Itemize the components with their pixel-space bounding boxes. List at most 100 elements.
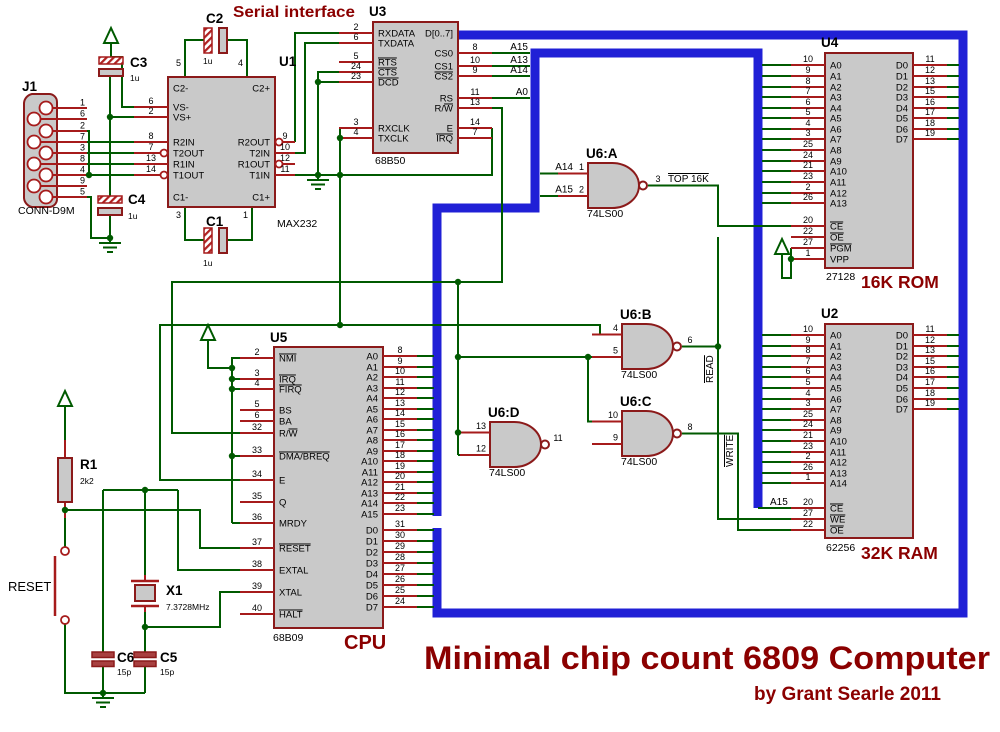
address-bus — [432, 48, 763, 516]
connector-pin-hole — [38, 145, 54, 161]
pin-number: 11 — [925, 54, 934, 64]
gate-ref: U6:A — [586, 146, 618, 161]
inverter-bubble-icon — [159, 148, 169, 158]
pin-number: 25 — [395, 585, 405, 595]
pin-number: 16 — [395, 429, 405, 439]
pin-number: 26 — [803, 192, 813, 202]
vcc-arrow-icon — [774, 238, 790, 267]
pin-label: A4 — [830, 104, 842, 115]
pin-number: 8 — [148, 131, 153, 141]
gate-pin-num: 11 — [553, 433, 562, 443]
pin-number: 19 — [925, 128, 935, 138]
pin-number: 37 — [252, 537, 262, 547]
pin-number: 18 — [395, 450, 405, 460]
pin-number: 18 — [925, 388, 935, 398]
pin-label: OE — [830, 526, 844, 537]
connector-pin-hole — [26, 156, 42, 172]
pin-label: MRDY — [279, 519, 308, 530]
vcc-arrow-icon — [57, 390, 73, 419]
pin-label: A0 — [830, 331, 842, 342]
pin-number: 15 — [925, 356, 935, 366]
nand-gate-body — [489, 421, 543, 468]
pin-number: 1 — [805, 472, 810, 482]
inverter-bubble-icon — [274, 137, 284, 147]
pin-label: A6 — [830, 395, 842, 406]
pin-number: 39 — [252, 581, 262, 591]
pin-label: VS+ — [173, 113, 192, 124]
pin-number: 9 — [282, 131, 287, 141]
cap-ref: C3 — [130, 55, 148, 70]
inverter-bubble-icon — [274, 159, 284, 169]
pin-number: 24 — [803, 150, 813, 160]
pin-label: R/W — [435, 104, 454, 115]
crystal-x1: X1 7.3728MHz — [131, 579, 209, 612]
u4-body — [824, 52, 914, 269]
pin-number: 22 — [395, 492, 405, 502]
connector-pin-hole — [38, 189, 54, 205]
pin-number: 10 — [803, 54, 813, 64]
pin-label: T2OUT — [173, 149, 204, 160]
pin-label: R1OUT — [238, 160, 270, 171]
pin-label: VPP — [830, 255, 849, 266]
pin-label: HALT — [279, 610, 303, 621]
pin-number: 21 — [395, 482, 405, 492]
crystal-value: 7.3728MHz — [166, 602, 209, 612]
u2-part: 62256 — [826, 542, 855, 554]
pin-number: 3 — [805, 128, 810, 138]
pin-label: A2 — [830, 352, 842, 363]
inverter-bubble-icon — [159, 170, 169, 180]
cap-value: 1u — [130, 73, 140, 83]
pin-number: 23 — [351, 71, 361, 81]
u4-part: 27128 — [826, 271, 855, 283]
pin-number: 3 — [353, 117, 358, 127]
pin-label: D2 — [896, 83, 908, 94]
gate-ref: U6:D — [488, 405, 520, 420]
pin-number: 33 — [252, 445, 262, 455]
pin-number: 12 — [395, 387, 405, 397]
u1-part: MAX232 — [277, 218, 317, 230]
pin-label: CS0 — [435, 49, 453, 60]
pin-label: A12 — [361, 478, 378, 489]
pin-number: 1 — [243, 210, 248, 220]
u3-body — [372, 21, 459, 154]
pin-number: 2 — [353, 22, 358, 32]
net-tag-a14: A14 — [510, 65, 528, 76]
junction-dot — [787, 255, 795, 263]
u5-ref: U5 — [270, 330, 288, 345]
pin-number: 15 — [925, 86, 935, 96]
pin-number: 13 — [470, 97, 480, 107]
pin-number: 4 — [353, 127, 358, 137]
gate-pin-num: 13 — [476, 421, 486, 431]
inverter-bubble-icon — [540, 439, 550, 450]
u5-part: 68B09 — [273, 632, 304, 644]
pin-label: A9 — [366, 447, 378, 458]
pin-label: WE — [830, 515, 845, 526]
pin-number: 8 — [80, 154, 85, 164]
pin-label: E — [447, 124, 453, 135]
pin-label: A9 — [830, 157, 842, 168]
pin-label: A11 — [830, 178, 846, 189]
pin-label: D1 — [896, 342, 908, 353]
pin-number: 20 — [803, 497, 813, 507]
pin-label: OE — [830, 233, 844, 244]
pin-number: 6 — [80, 109, 85, 119]
pin-number: 10 — [470, 55, 480, 65]
pin-label: TXCLK — [378, 134, 409, 145]
pin-number: 26 — [395, 574, 405, 584]
pin-number: 27 — [803, 508, 813, 518]
pin-number: 30 — [395, 530, 405, 540]
cap-value: 15p — [160, 667, 174, 677]
pin-number: 2 — [254, 347, 259, 357]
pin-label: D6 — [896, 395, 908, 406]
resistor-value: 2k2 — [80, 476, 94, 486]
pin-number: 12 — [925, 335, 935, 345]
pin-number: 4 — [238, 58, 243, 68]
pin-number: 22 — [803, 519, 813, 529]
junction-dot — [85, 171, 93, 179]
pin-number: 5 — [254, 399, 259, 409]
connector-pin-hole — [38, 100, 54, 116]
pin-number: 1 — [80, 98, 85, 108]
pin-label: A8 — [830, 146, 842, 157]
author-line: by Grant Searle 2011 — [754, 684, 941, 705]
gate-pin-num: 2 — [579, 185, 584, 195]
